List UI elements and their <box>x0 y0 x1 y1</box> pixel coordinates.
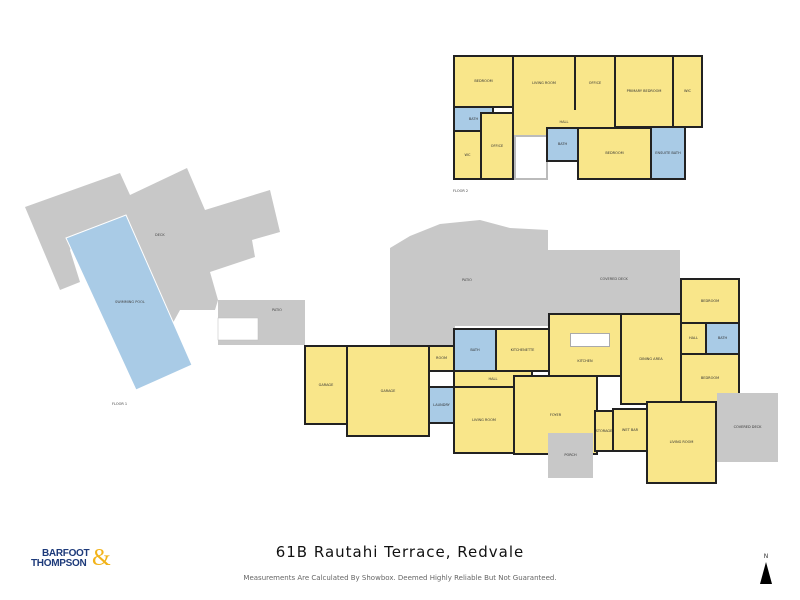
stairs-left <box>217 317 259 341</box>
room-label: Bedroom <box>474 79 493 84</box>
room-storage: Storage <box>594 410 614 452</box>
room-bath-right: Bath <box>705 322 740 355</box>
room-bath-f1: Bath <box>453 328 497 372</box>
room-ensuite-bath: Ensuite Bath <box>650 126 686 180</box>
room-label: Room <box>436 356 447 361</box>
property-address-title: 61B Rautahi Terrace, Redvale <box>275 543 525 561</box>
floor2-label: Floor 2 <box>453 189 469 193</box>
room-garage: Garage <box>304 345 348 425</box>
room-label: Hall <box>488 376 498 381</box>
room-label: WIC <box>684 89 691 94</box>
room-porch: Porch <box>548 433 593 478</box>
room-bedroom-f1: Bedroom <box>680 278 740 324</box>
room-label: Bath <box>557 142 568 147</box>
room-label: Bath <box>470 347 480 352</box>
room-label: Ensuite Bath <box>655 150 681 155</box>
room-bath-2: Bath <box>546 127 579 162</box>
room-label: Bath <box>468 116 479 121</box>
room-dining-area: Dining Area <box>620 313 682 405</box>
room-label: Living Room <box>669 440 694 445</box>
room-label: Kitchenette <box>510 347 535 352</box>
north-arrow-icon: N <box>758 553 774 589</box>
room-primary-bedroom: Primary Bedroom <box>614 55 674 128</box>
label-patio-left: Patio <box>272 308 282 312</box>
disclaimer-text: Measurements Are Calculated By Showbox. … <box>243 574 557 582</box>
barfoot-thompson-logo: BARFOOT THOMPSON & <box>28 545 118 576</box>
room-label: Bath <box>717 336 728 341</box>
room-wc: WC <box>453 130 482 180</box>
logo-line2: THOMPSON <box>31 558 87 569</box>
room-garage-2: Garage <box>346 345 430 437</box>
covered-deck-rear <box>548 250 680 315</box>
room-room: Room <box>428 345 455 372</box>
room-label: Wet Bar <box>621 427 639 432</box>
room-kitchenette: Kitchenette <box>495 328 550 372</box>
room-office-2: Office <box>480 112 514 180</box>
room-label: Garage <box>380 388 396 393</box>
room-hall-right: Hall <box>680 322 707 355</box>
label-deck: Deck <box>155 233 165 237</box>
label-covered-deck: Covered Deck <box>600 277 628 281</box>
room-label: Bedroom <box>700 298 720 303</box>
floor1-label: Floor 1 <box>112 402 128 406</box>
room-living-room: Living Room <box>512 55 576 112</box>
north-label: N <box>763 553 769 560</box>
room-label: Primary Bedroom <box>626 89 662 94</box>
logo-line1: BARFOOT <box>42 548 90 559</box>
arrow-up-icon <box>760 562 772 584</box>
stairs <box>514 135 548 180</box>
room-label: Hall <box>689 336 698 341</box>
room-label: Hall <box>559 120 569 125</box>
room-wic: WIC <box>672 55 703 128</box>
room-label: Storage <box>595 428 613 433</box>
patio-central <box>390 220 548 345</box>
room-label: Porch <box>564 453 577 458</box>
logo-ampersand: & <box>92 545 111 571</box>
room-bedroom: Bedroom <box>453 55 514 108</box>
room-label: Kitchen <box>577 358 593 363</box>
room-label: Living Room <box>472 417 496 422</box>
room-label: Office <box>588 81 602 86</box>
room-label: Garage <box>318 382 334 387</box>
room-label: Laundry <box>433 402 450 407</box>
room-laundry: Laundry <box>428 386 455 424</box>
room-label: Bedroom <box>605 151 624 156</box>
room-living-room-main: Living Room <box>646 401 717 484</box>
label-pool: Swimming Pool <box>115 300 145 304</box>
room-label: Office <box>490 143 504 148</box>
room-label: Foyer <box>549 412 562 417</box>
room-label: Bedroom <box>700 375 720 380</box>
room-wet-bar: Wet Bar <box>612 408 648 452</box>
room-covered-deck-right: Covered Deck <box>717 393 778 462</box>
kitchen-island <box>570 333 610 347</box>
room-living-room-f1: Living Room <box>453 386 515 454</box>
label-patio: Patio <box>462 278 472 282</box>
room-bedroom-2: Bedroom <box>577 127 652 180</box>
room-office: Office <box>574 55 616 112</box>
room-label: Covered Deck <box>733 425 762 430</box>
room-label: WC <box>464 152 471 157</box>
room-label: Living Room <box>532 81 556 86</box>
swimming-pool <box>65 214 193 391</box>
room-label: Dining Area <box>639 356 663 361</box>
